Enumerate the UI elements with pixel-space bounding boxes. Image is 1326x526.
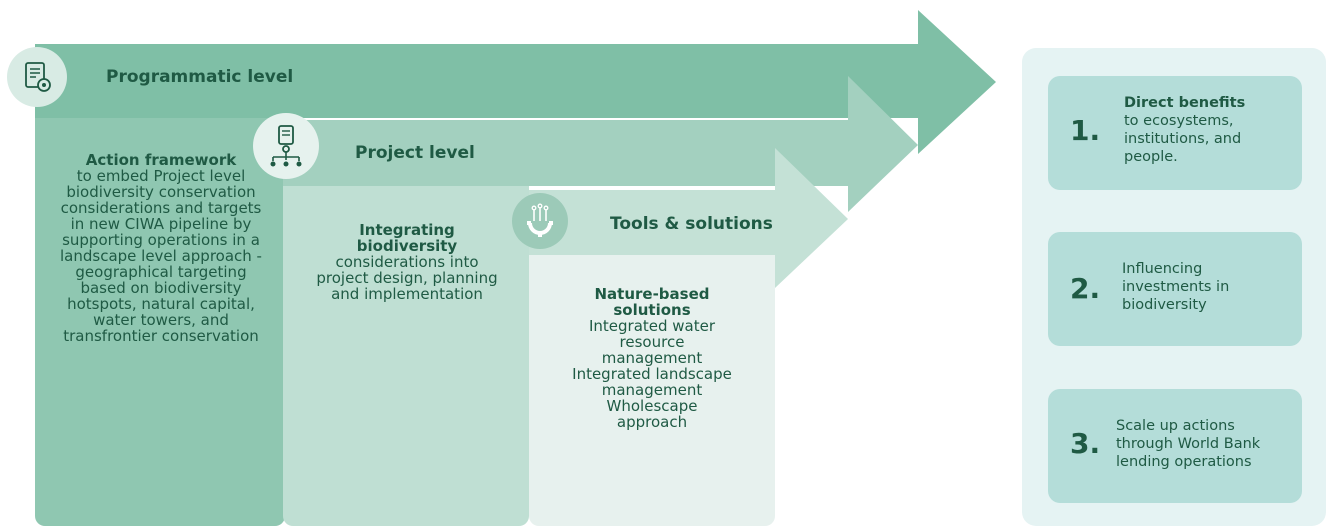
circuit-gear-icon <box>527 203 553 237</box>
programmatic-icon-circle <box>7 47 67 107</box>
outcome-text-1: Direct benefits to ecosystems, instituti… <box>1124 94 1294 166</box>
tools-column-panel <box>529 230 775 526</box>
programmatic-heading: Action framework <box>85 151 237 169</box>
outcome-box-3: 3. Scale up actions through World Bank l… <box>1048 389 1302 503</box>
project-icon-circle <box>253 113 319 179</box>
outcome-box-1: 1. Direct benefits to ecosystems, instit… <box>1048 76 1302 190</box>
tools-arrow <box>529 148 848 288</box>
outcome-number-3: 3. <box>1070 427 1101 460</box>
programmatic-column-panel <box>35 100 285 526</box>
outcome-body-1: to ecosystems, institutions, and people. <box>1124 113 1242 165</box>
outcome-text-3: Scale up actions through World Bank lend… <box>1116 417 1276 471</box>
project-arrow <box>283 76 918 212</box>
tools-heading: Nature-based solutions <box>594 285 710 319</box>
document-network-icon <box>270 125 302 167</box>
tools-icon-circle <box>512 193 568 249</box>
project-column-panel <box>283 160 529 526</box>
outcome-number-2: 2. <box>1070 272 1101 305</box>
outcome-box-2: 2. Influencing investments in biodiversi… <box>1048 232 1302 346</box>
project-level-title: Project level <box>355 143 475 163</box>
project-body: considerations into project design, plan… <box>316 253 498 303</box>
tools-level-title: Tools & solutions <box>610 214 773 234</box>
document-gear-icon <box>25 62 51 92</box>
outcome-body-2: Influencing investments in biodiversity <box>1122 261 1230 313</box>
outcome-text-2: Influencing investments in biodiversity <box>1122 260 1272 314</box>
project-description: Integrating biodiversity considerations … <box>314 222 500 302</box>
outcome-number-1: 1. <box>1070 114 1101 147</box>
programmatic-description: Action framework to embed Project level … <box>58 152 264 344</box>
programmatic-level-title: Programmatic level <box>106 67 294 87</box>
outcome-heading-1: Direct benefits <box>1124 95 1246 111</box>
tools-body: Integrated water resource management Int… <box>572 317 732 431</box>
outcome-body-3: Scale up actions through World Bank lend… <box>1116 418 1261 470</box>
project-heading: Integrating biodiversity <box>356 221 458 255</box>
tools-description: Nature-based solutions Integrated water … <box>572 286 732 430</box>
programmatic-body: to embed Project level biodiversity cons… <box>60 167 262 345</box>
